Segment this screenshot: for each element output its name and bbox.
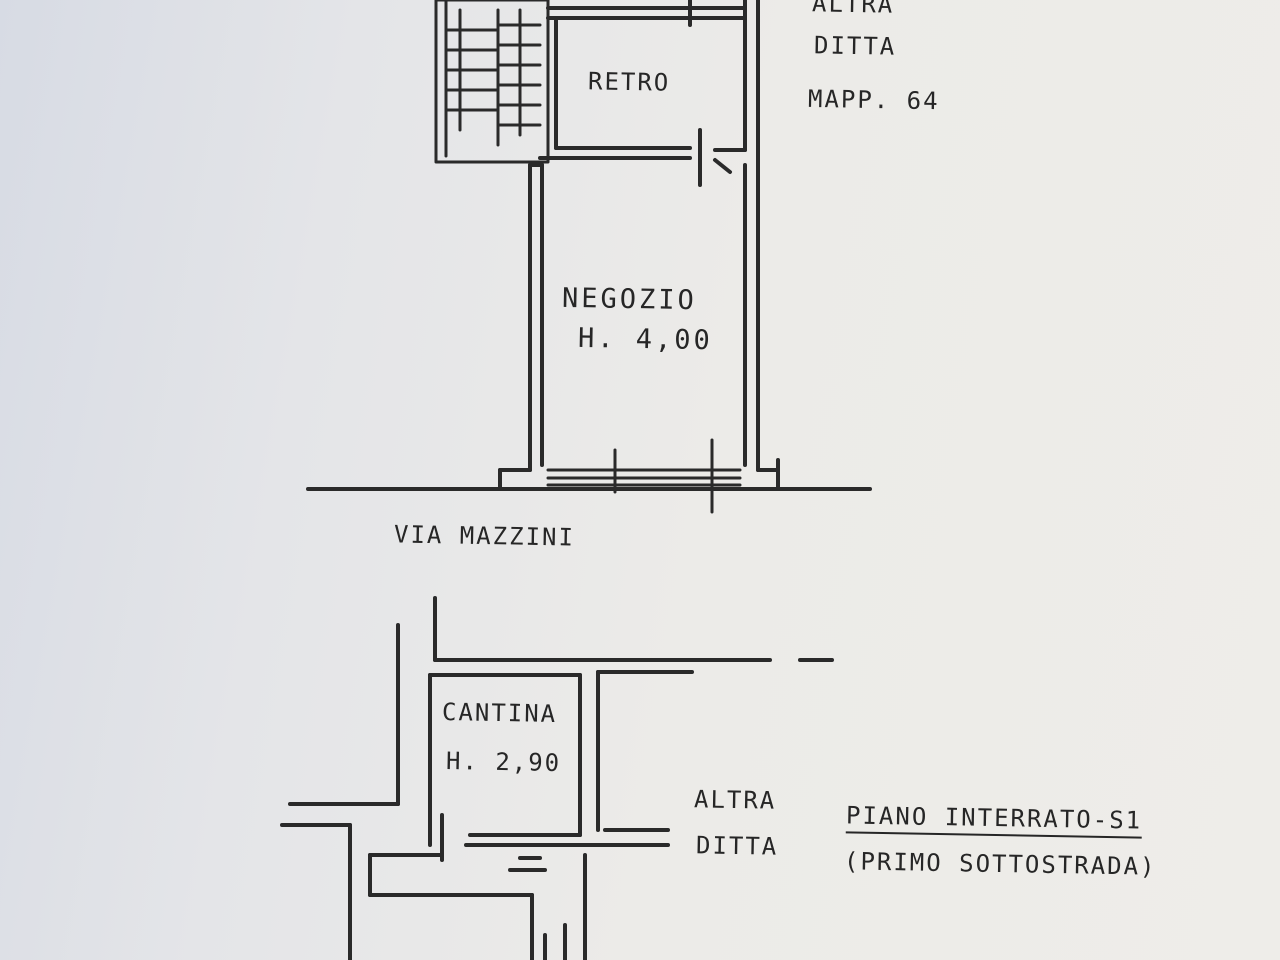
retro-label: RETRO — [587, 67, 671, 97]
retro-room-walls — [538, 0, 747, 187]
floor-title: PIANO INTERRATO-S1 — [845, 801, 1143, 839]
neighbor-top-parcel: MAPP. 64 — [807, 84, 940, 116]
negozio-room-walls — [498, 0, 780, 490]
neighbor-basement-line1: ALTRA — [693, 785, 777, 815]
shop-front-window — [546, 438, 742, 514]
negozio-label: NEGOZIO — [561, 282, 698, 317]
floor-subtitle: (PRIMO SOTTOSTRADA) — [843, 847, 1157, 881]
neighbor-top-line2: DITTA — [813, 31, 897, 61]
neighbor-basement-line2: DITTA — [695, 831, 779, 861]
corridor-walls — [368, 853, 587, 960]
basement-walls — [280, 596, 834, 960]
cantina-height: H. 2,90 — [445, 746, 562, 778]
neighbor-top-line1: ALTRA — [811, 0, 895, 19]
cantina-label: CANTINA — [441, 697, 558, 729]
negozio-height: H. 4,00 — [577, 322, 714, 357]
stair-block — [434, 0, 550, 164]
cantina-room-walls — [428, 670, 694, 862]
street-label: VIA MAZZINI — [393, 520, 576, 552]
